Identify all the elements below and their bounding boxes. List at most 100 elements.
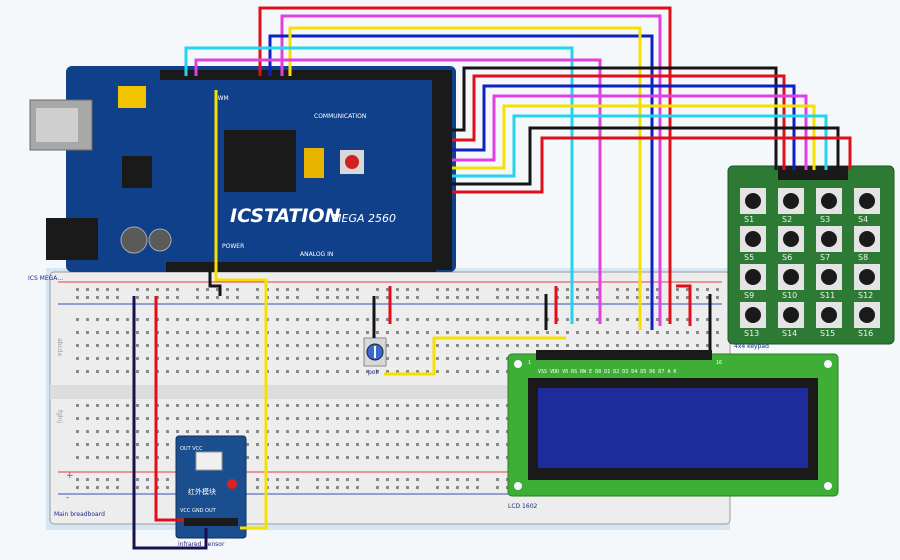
breadboard-hole [456,404,459,407]
breadboard-hole [576,331,579,334]
breadboard-hole [716,344,719,347]
sensor-emitter [195,451,223,471]
breadboard-hole [226,357,229,360]
breadboard-hole [426,357,429,360]
breadboard-hole [76,486,79,489]
breadboard-hole [326,478,329,481]
breadboard-hole [86,456,89,459]
breadboard-hole [446,288,449,291]
breadboard-hole [326,288,329,291]
breadboard-hole [626,288,629,291]
breadboard-hole [136,357,139,360]
breadboard-hole [186,331,189,334]
breadboard-hole [106,331,109,334]
breadboard-hole [186,344,189,347]
wire-yellow-pot [384,336,566,376]
breadboard-hole [416,404,419,407]
pwm-label: PWM [214,95,229,102]
breadboard-hole [196,344,199,347]
breadboard-hole [336,486,339,489]
sensor-pcb [175,435,247,539]
keypad-key-cap [783,193,799,209]
breadboard-hole [456,331,459,334]
breadboard-hole [386,430,389,433]
breadboard-hole [326,404,329,407]
breadboard-hole [136,430,139,433]
breadboard-hole [596,318,599,321]
breadboard-hole [306,318,309,321]
breadboard-hole [96,331,99,334]
breadboard-hole [206,370,209,373]
breadboard-hole [486,404,489,407]
keypad-key-label: S6 [782,253,792,262]
breadboard-hole [416,288,419,291]
breadboard-hole [636,331,639,334]
breadboard-hole [146,296,149,299]
breadboard-hole [466,344,469,347]
breadboard-hole [456,486,459,489]
breadboard-hole [216,296,219,299]
breadboard-hole [286,344,289,347]
breadboard-hole [626,318,629,321]
breadboard-hole [366,404,369,407]
breadboard-hole [206,296,209,299]
breadboard-hole [686,331,689,334]
breadboard-hole [276,370,279,373]
breadboard-hole [206,430,209,433]
breadboard-hole [466,318,469,321]
arduino-mega-board: ICSTATION MEGA 2560 COMMUNICATION POWER … [29,66,456,272]
keypad-key-label: S16 [858,329,873,338]
breadboard-hole [496,478,499,481]
breadboard-hole [456,318,459,321]
breadboard-hole [256,296,259,299]
breadboard-hole [346,357,349,360]
breadboard-hole [366,456,369,459]
breadboard-hole [146,478,149,481]
lcd-mount-hole-tl [514,360,522,368]
breadboard-hole [236,331,239,334]
wire-yellow-main [214,90,268,530]
sensor-led [227,479,237,489]
sensor-caption: infrared_sensor [178,541,225,548]
breadboard-hole [186,318,189,321]
breadboard-hole [326,296,329,299]
breadboard-hole [276,288,279,291]
breadboard-hole [656,331,659,334]
breadboard-hole [286,456,289,459]
breadboard-hole [646,318,649,321]
wire-red-lcd-b [676,284,692,326]
breadboard-hole [406,430,409,433]
breadboard-hole [76,370,79,373]
potentiometer [363,337,387,367]
breadboard-hole [606,344,609,347]
breadboard-hole [86,331,89,334]
keypad-key-label: S2 [782,215,792,224]
breadboard-hole [106,370,109,373]
breadboard-hole [496,370,499,373]
breadboard-hole [516,288,519,291]
breadboard-hole [336,344,339,347]
breadboard-hole [196,404,199,407]
keypad-key-label: S12 [858,291,873,300]
breadboard-hole [186,370,189,373]
breadboard-hole [326,430,329,433]
breadboard-hole [226,404,229,407]
breadboard-hole [616,331,619,334]
breadboard-hole [116,318,119,321]
breadboard-hole [466,404,469,407]
breadboard-hole [126,456,129,459]
breadboard-row-letters-top: abcde [56,338,63,357]
breadboard-hole [166,296,169,299]
breadboard-hole [166,318,169,321]
breadboard-hole [246,344,249,347]
breadboard-hole [116,370,119,373]
keypad-key-label: S14 [782,329,797,338]
keypad-key-label: S5 [744,253,754,262]
breadboard-hole [176,318,179,321]
breadboard-hole [516,331,519,334]
breadboard-hole [356,357,359,360]
breadboard-hole [216,288,219,291]
usb-port-inner [36,108,78,142]
breadboard-hole [146,318,149,321]
breadboard-hole [436,478,439,481]
